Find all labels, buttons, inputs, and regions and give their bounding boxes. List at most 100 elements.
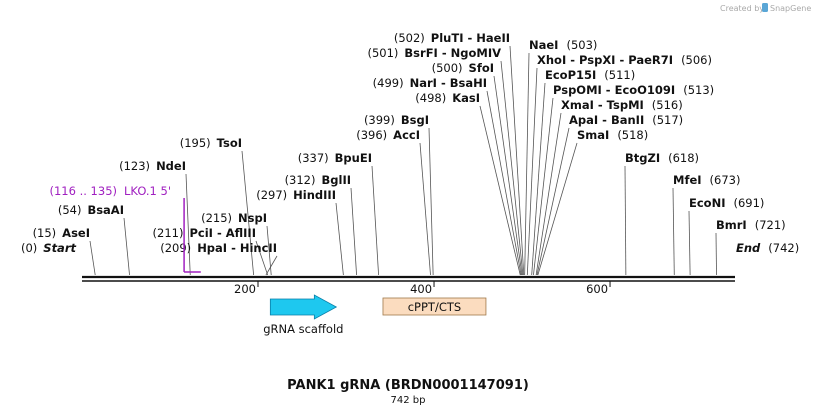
site-line	[428, 127, 434, 276]
enzyme-name: BpuEI	[335, 151, 372, 165]
feature-label: gRNA scaffold	[263, 322, 343, 336]
site-line	[335, 202, 344, 276]
site-line	[419, 142, 431, 276]
site-line	[255, 240, 269, 276]
enzyme-site[interactable]: ApaI - BanII (517)	[569, 113, 683, 127]
enzyme-name: SfoI	[469, 61, 494, 75]
enzyme-name: PluTI - HaeII	[431, 31, 510, 45]
enzyme-site[interactable]: EcoNI(691)	[689, 196, 764, 210]
site-position: (209)	[160, 241, 191, 255]
enzyme-site[interactable]: PspOMI - EcoO109I (513)	[553, 83, 714, 97]
site-position: (506)	[681, 53, 712, 67]
site-line	[524, 52, 530, 276]
primer-range: (116 .. 135)	[50, 184, 118, 198]
enzyme-name: NarI - BsaHI	[410, 76, 487, 90]
enzyme-site[interactable]: NarI - BsaHI (499)	[373, 76, 487, 90]
primer-name: LKO.1 5'	[124, 184, 171, 198]
enzyme-name: ApaI - BanII	[569, 113, 644, 127]
enzyme-site[interactable]: PluTI - HaeII(502)	[394, 31, 510, 45]
site-line	[533, 97, 554, 276]
primer-binding-site[interactable]: LKO.1 5' (116 .. 135)	[50, 184, 201, 273]
enzyme-name: BsgI	[401, 113, 429, 127]
primer: LKO.1 5' (116 .. 135)	[50, 184, 201, 273]
feature-box[interactable]: cPPT/CTS	[382, 297, 487, 316]
end-name: Start	[43, 241, 76, 255]
enzyme-site[interactable]: KasI (498)	[415, 91, 480, 105]
enzyme-name: AseI	[62, 226, 90, 240]
enzyme-site[interactable]: AccI(396)	[356, 128, 420, 142]
feature-shape	[382, 297, 487, 316]
site-labels: Start(0) End(742) AseI (15)BsaAI(54) NdeI(12…	[21, 31, 799, 255]
enzyme-site[interactable]: BtgZI (618)	[625, 151, 699, 165]
features: gRNA scaffold cPPT/CTS	[263, 294, 487, 336]
site-position: (123)	[119, 159, 150, 173]
enzyme-site[interactable]: SmaI(518)	[577, 128, 648, 142]
end-marker[interactable]: End(742)	[736, 241, 799, 255]
enzyme-name: PciI - AflIII	[189, 226, 256, 240]
enzyme-site[interactable]: BglII (312)	[285, 173, 351, 187]
enzyme-name: MfeI	[673, 173, 702, 187]
end-name: End	[736, 241, 761, 255]
site-position: (513)	[683, 83, 714, 97]
enzyme-site[interactable]: BmrI(721)	[716, 218, 786, 232]
snapgene-credit: Created by SnapGene	[720, 3, 811, 13]
site-line	[500, 60, 524, 276]
site-position: (498)	[415, 91, 446, 105]
map-title: PANK1 gRNA (BRDN0001147091)	[287, 378, 529, 393]
enzyme-site[interactable]: HindIII(297)	[256, 188, 336, 202]
enzyme-site[interactable]: NspI(215)	[201, 211, 267, 225]
enzyme-site[interactable]: HpaI - HincII(209)	[160, 241, 277, 255]
enzyme-name: BglII	[322, 173, 352, 187]
enzyme-name: PspOMI - EcoO109I	[553, 83, 675, 97]
enzyme-site[interactable]: AseI (15)	[33, 226, 90, 240]
site-position: (517)	[652, 113, 683, 127]
enzyme-name: NspI	[238, 211, 267, 225]
site-line	[537, 142, 578, 276]
enzyme-site[interactable]: NaeI (503)	[529, 38, 597, 52]
enzyme-site[interactable]: MfeI(673)	[673, 173, 740, 187]
site-position: (312)	[285, 173, 316, 187]
ruler-tick-label: 200	[234, 282, 256, 296]
site-position: (195)	[180, 136, 211, 150]
enzyme-name: SmaI	[577, 128, 609, 142]
enzyme-site[interactable]: NdeI(123)	[119, 159, 186, 173]
site-position: (516)	[652, 98, 683, 112]
site-position: (211)	[153, 226, 184, 240]
enzyme-site[interactable]: TsoI(195)	[180, 136, 242, 150]
enzyme-name: BsrFI - NgoMIV	[404, 46, 501, 60]
enzyme-site[interactable]: BpuEI(337)	[298, 151, 372, 165]
end-marker[interactable]: Start(0)	[21, 241, 77, 255]
site-position: (503)	[566, 38, 597, 52]
enzyme-name: KasI	[452, 91, 480, 105]
enzyme-site[interactable]: XhoI - PspXI - PaeR7I(506)	[537, 53, 712, 67]
enzyme-site[interactable]: BsgI(399)	[364, 113, 429, 127]
site-position: (396)	[356, 128, 387, 142]
site-position: (618)	[668, 151, 699, 165]
enzyme-site[interactable]: BsaAI(54)	[58, 203, 124, 217]
enzyme-name: BtgZI	[625, 151, 660, 165]
enzyme-name: HindIII	[293, 188, 336, 202]
enzyme-site[interactable]: SfoI (500)	[432, 61, 494, 75]
site-line	[371, 165, 379, 276]
enzyme-name: EcoNI	[689, 196, 725, 210]
enzyme-name: XmaI - TspMI	[561, 98, 644, 112]
enzyme-site[interactable]: XmaI - TspMI (516)	[561, 98, 683, 112]
site-position: (499)	[373, 76, 404, 90]
enzyme-site[interactable]: EcoP15I(511)	[545, 68, 635, 82]
enzyme-name: NaeI	[529, 38, 558, 52]
feature-shape	[269, 294, 338, 320]
enzyme-site[interactable]: BsrFI - NgoMIV (501)	[367, 46, 501, 60]
feature-arrow[interactable]: gRNA scaffold	[263, 294, 343, 336]
site-line	[123, 217, 130, 276]
site-line	[89, 240, 96, 276]
enzyme-name: BsaAI	[87, 203, 124, 217]
site-position: (15)	[33, 226, 57, 240]
site-position: (500)	[432, 61, 463, 75]
feature-label: cPPT/CTS	[408, 300, 461, 314]
enzyme-site[interactable]: PciI - AflIII (211)	[153, 226, 256, 240]
site-position: (501)	[367, 46, 398, 60]
site-line	[509, 45, 525, 276]
site-line	[493, 75, 523, 276]
